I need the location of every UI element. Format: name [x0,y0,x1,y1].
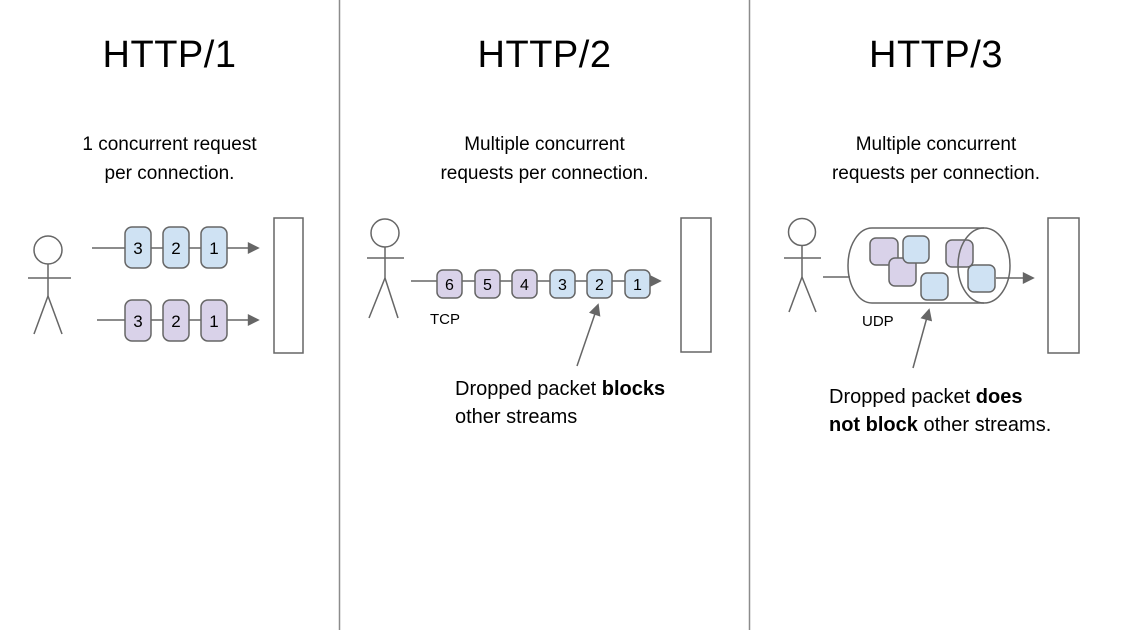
client-stick-figure [28,235,71,335]
http1-diagram: 3 2 1 3 2 1 [28,217,304,354]
packet-box [624,269,651,299]
annotation-line: other streams [455,403,665,431]
udp-label: UDP [862,313,894,330]
packet-number: 1 [209,239,218,258]
packet-box [869,237,899,266]
panel-subtitle-http1: 1 concurrent request per connection. [82,134,257,184]
packet-number: 4 [520,277,529,294]
panel-title-http2: HTTP/2 [477,34,612,76]
annotation-line: Dropped packet blocks [455,375,665,403]
annotation-bold-text: blocks [601,378,666,400]
packet-number: 3 [133,239,142,258]
client-stick-figure [367,218,404,319]
server-box [1047,217,1080,354]
packet-number: 5 [483,277,492,294]
tcp-label: TCP [430,311,460,328]
dropped-packet-arrow [576,303,601,367]
packet-number: 2 [171,312,180,331]
http3-annotation: Dropped packet does not block other stre… [829,383,1051,439]
packet-box [200,299,228,342]
packet-box [200,226,228,269]
packet-box [902,235,930,264]
packet-number: 3 [133,312,142,331]
packet-box [967,264,996,293]
packet-number: 3 [558,277,567,294]
panel-title-http1: HTTP/1 [102,34,237,76]
packet-number: 2 [595,277,604,294]
udp-tunnel-opening [957,227,1011,304]
packet-box [162,299,190,342]
packet-box [436,269,463,299]
packet-number: 1 [633,277,642,294]
packet-box [549,269,576,299]
annotation-text: Dropped packet [455,378,602,400]
packet-box [920,272,949,301]
packet-box [511,269,538,299]
http2-annotation: Dropped packet blocks other streams [455,375,665,431]
http2-diagram: 6 5 4 3 2 1 TCP [367,217,712,367]
panel-subtitle-http3: Multiple concurrent requests per connect… [831,134,1041,184]
packet-box [124,299,152,342]
server-box [273,217,304,354]
client-stick-figure [784,217,821,313]
annotation-text: Dropped packet [829,386,976,408]
server-box [680,217,712,353]
packet-number: 2 [171,239,180,258]
packet-box [474,269,501,299]
annotation-line: Dropped packet does [829,383,1051,411]
annotation-line: not block other streams. [829,411,1051,439]
packet-box [162,226,190,269]
request-row-1: 3 2 1 [92,226,260,269]
annotation-text: other streams. [917,414,1052,436]
packet-box [586,269,613,299]
udp-tunnel-body [847,227,984,304]
annotation-bold-text: does [975,386,1023,408]
http3-diagram: UDP [784,217,1080,369]
panel-title-http3: HTTP/3 [869,34,1003,76]
tcp-packet-stream: 6 5 4 3 2 1 [436,269,651,299]
packet-box [124,226,152,269]
packet-number: 6 [445,277,454,294]
request-row-2: 3 2 1 [97,299,260,342]
packet-number: 1 [209,312,218,331]
panel-subtitle-http2: Multiple concurrent requests per connect… [440,134,649,184]
dropped-packet-arrow [912,308,933,369]
annotation-bold-text: not block [829,414,918,436]
annotation-text: other streams [455,406,578,428]
